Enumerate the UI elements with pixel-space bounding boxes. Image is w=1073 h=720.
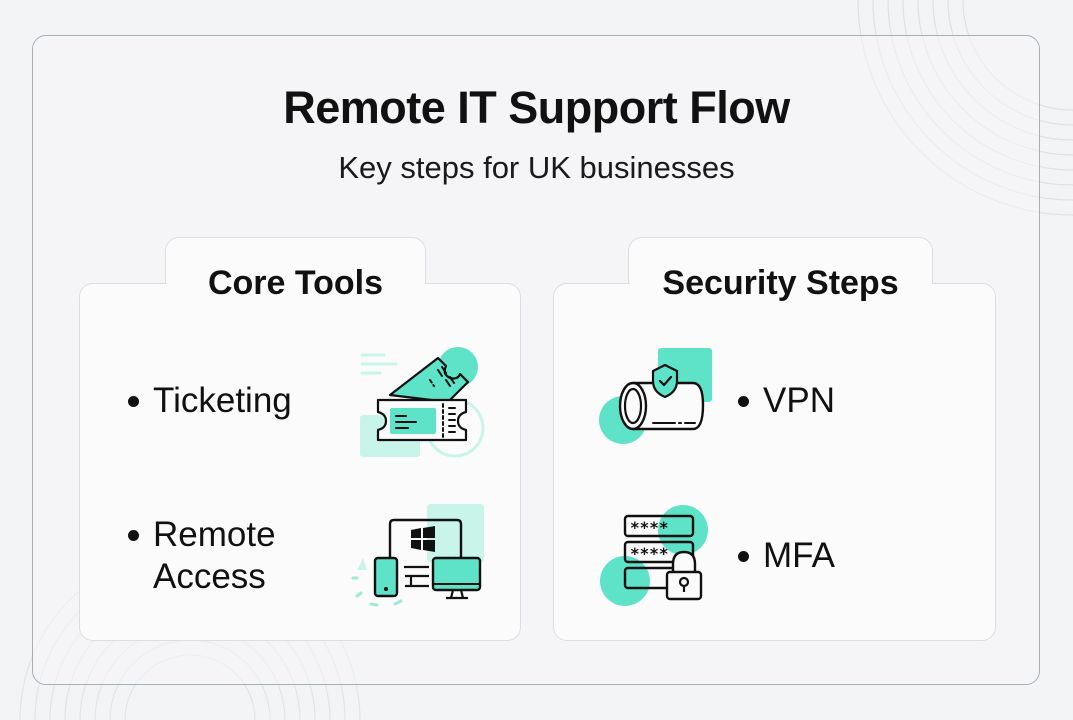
item-label: MFA bbox=[763, 536, 835, 575]
bullet bbox=[738, 551, 749, 562]
password-mask: **** bbox=[630, 544, 669, 563]
list-item-vpn: VPN bbox=[738, 380, 835, 422]
bullet bbox=[128, 396, 139, 407]
bullet bbox=[128, 530, 139, 541]
item-label-line1: Remote bbox=[153, 515, 276, 554]
password-lock-icon: **** **** bbox=[600, 505, 708, 606]
item-label-line2: Access bbox=[153, 557, 266, 596]
page-title: Remote IT Support Flow bbox=[283, 82, 790, 133]
remote-devices-icon bbox=[351, 504, 484, 607]
tab-join bbox=[629, 282, 932, 286]
bullet bbox=[738, 396, 749, 407]
list-item-ticketing: Ticketing bbox=[128, 380, 292, 422]
item-label: Ticketing bbox=[153, 381, 292, 420]
tab-join bbox=[166, 282, 425, 286]
list-item-remote-access: Remote Access bbox=[128, 514, 276, 598]
page-subtitle: Key steps for UK businesses bbox=[338, 150, 735, 185]
ticket-icon bbox=[360, 347, 485, 458]
card-title: Security Steps bbox=[662, 264, 899, 302]
card-title: Core Tools bbox=[207, 264, 384, 302]
password-mask: **** bbox=[630, 518, 669, 537]
list-item-mfa: MFA bbox=[738, 535, 835, 577]
card-tab bbox=[628, 237, 933, 287]
item-label: VPN bbox=[763, 381, 835, 420]
card-tab bbox=[165, 237, 426, 287]
windows-logo bbox=[411, 526, 435, 552]
item-label: Remote Access bbox=[153, 514, 276, 598]
vpn-tunnel-shield-icon bbox=[599, 348, 712, 444]
